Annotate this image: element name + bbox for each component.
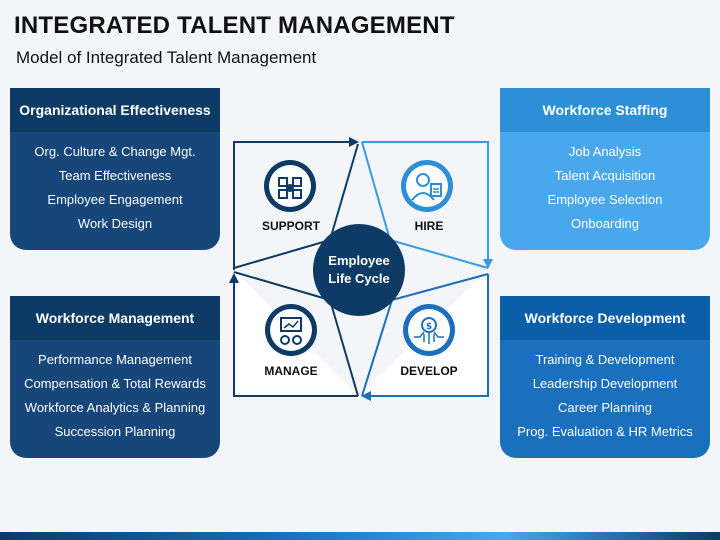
support-diagonal: [329, 143, 359, 241]
hire-diagonal: [361, 141, 391, 241]
card-workforce-staffing: Workforce Staffing Job Analysis Talent A…: [500, 88, 710, 250]
card-workforce-management: Workforce Management Performance Managem…: [10, 296, 220, 458]
card-heading: Workforce Staffing: [500, 88, 710, 132]
card-item: Employee Selection: [547, 192, 663, 207]
card-item: Compensation & Total Rewards: [24, 376, 206, 391]
card-item: Team Effectiveness: [58, 168, 172, 183]
card-item: Leadership Development: [532, 376, 678, 391]
develop-arrow: [361, 274, 489, 401]
card-item: Training & Development: [535, 352, 675, 367]
card-item: Job Analysis: [568, 144, 642, 159]
center-label-line: Employee: [328, 253, 390, 268]
card-workforce-development: Workforce Development Training & Develop…: [500, 296, 710, 458]
page-subtitle: Model of Integrated Talent Management: [16, 48, 317, 67]
card-item: Work Design: [77, 216, 153, 231]
manage-diagonal: [329, 299, 359, 397]
center-label-line: Life Cycle: [328, 271, 390, 286]
svg-text:$: $: [426, 322, 432, 332]
teamwork-hands-icon: [264, 160, 316, 212]
card-item: Prog. Evaluation & HR Metrics: [517, 424, 693, 439]
card-item: Onboarding: [571, 216, 639, 231]
card-item: Org. Culture & Change Mgt.: [34, 144, 196, 159]
manage-diagonal: [233, 271, 331, 301]
support-arrow: [233, 137, 359, 270]
quadrant-label-support: SUPPORT: [261, 219, 320, 233]
develop-diagonal: [391, 273, 489, 301]
card-item: Succession Planning: [54, 424, 176, 439]
center-circle: [313, 224, 405, 316]
quadrant-label-develop: DEVELOP: [400, 364, 458, 378]
page-title: INTEGRATED TALENT MANAGEMENT: [14, 12, 455, 39]
presentation-gear-icon: [265, 304, 317, 356]
dollar-circuit-icon: $: [403, 304, 455, 356]
card-item: Talent Acquisition: [554, 168, 656, 183]
center-label: Employee Life Cycle: [319, 252, 399, 288]
card-item: Career Planning: [558, 400, 652, 415]
manage-arrow: [229, 273, 358, 397]
card-organizational-effectiveness: Organizational Effectiveness Org. Cultur…: [10, 88, 220, 250]
bottom-accent-bar: [0, 532, 720, 540]
card-heading: Organizational Effectiveness: [10, 88, 220, 132]
develop-diagonal: [361, 299, 393, 397]
card-heading: Workforce Management: [10, 296, 220, 340]
hire-diagonal: [389, 239, 489, 269]
support-diagonal: [233, 239, 331, 269]
card-item: Employee Engagement: [47, 192, 183, 207]
recruiter-resume-icon: [401, 160, 453, 212]
hire-arrow: [362, 141, 493, 269]
quadrant-label-hire: HIRE: [414, 219, 444, 233]
quadrant-label-manage: MANAGE: [264, 364, 318, 378]
card-item: Workforce Analytics & Planning: [24, 400, 206, 415]
card-heading: Workforce Development: [500, 296, 710, 340]
card-item: Performance Management: [38, 352, 192, 367]
